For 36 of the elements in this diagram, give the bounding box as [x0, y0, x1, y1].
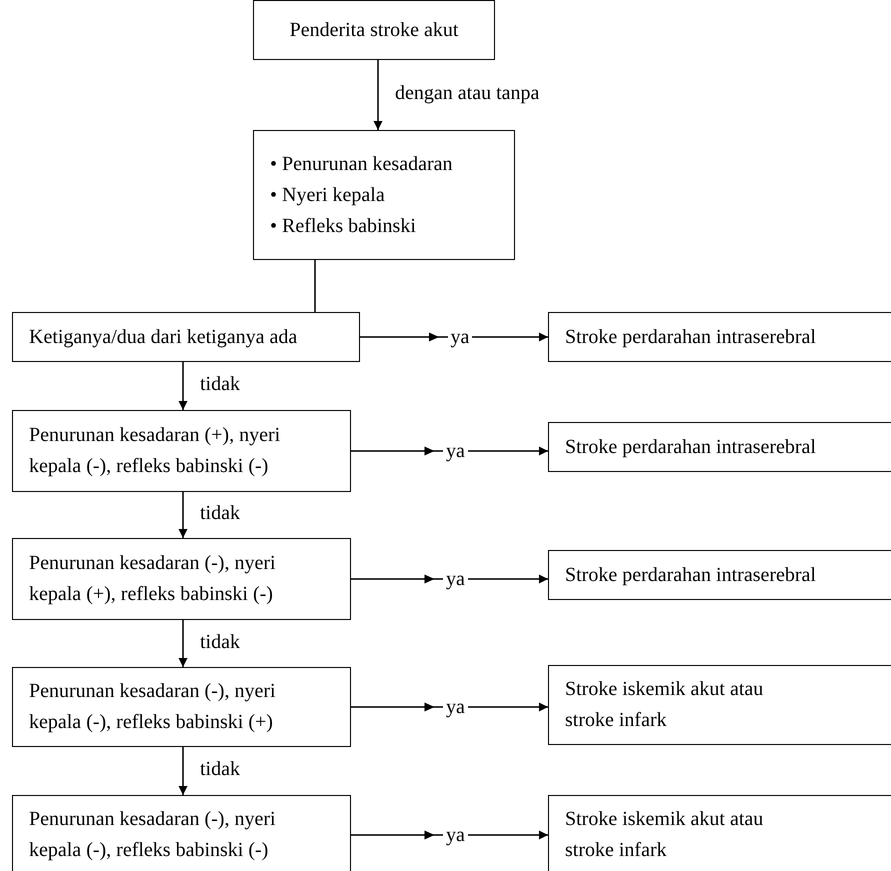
process-box	[548, 422, 891, 472]
arrow	[178, 747, 188, 795]
list-item: • Nyeri kepala	[270, 182, 386, 208]
process-box	[548, 795, 891, 871]
arrow	[351, 702, 548, 712]
process-box	[12, 312, 360, 362]
arrow	[360, 332, 548, 342]
arrow	[178, 620, 188, 667]
process-box	[12, 667, 351, 747]
box-text: Penderita stroke akut	[290, 18, 458, 42]
box-text: Stroke perdarahan intraserebral	[565, 562, 817, 588]
list-item: • Refleks babinski	[270, 214, 417, 238]
arrow	[178, 492, 188, 538]
box-text: Ketiganya/dua dari ketiganya ada	[29, 324, 298, 350]
process-box	[253, 130, 515, 260]
arrow	[374, 60, 382, 130]
process-box	[548, 665, 891, 745]
process-box	[253, 0, 495, 60]
box-text: Stroke perdarahan intraserebral	[565, 324, 817, 350]
box-text: Stroke perdarahan intraserebral	[565, 434, 817, 460]
box-text: Penurunan kesadaran (-), nyeri kepala (-), refleks babinski (-)	[29, 807, 277, 863]
arrow	[351, 446, 548, 456]
process-box	[12, 538, 351, 620]
box-text: Penurunan kesadaran (-), nyeri kepala (+), refleks babinski (-)	[29, 551, 277, 607]
process-box	[12, 795, 351, 871]
arrow	[351, 830, 548, 840]
arrow	[351, 574, 548, 584]
list-item: • Penurunan kesadaran	[270, 152, 454, 176]
process-box	[548, 550, 891, 600]
box-text: Penurunan kesadaran (+), nyeri kepala (-), refleks babinski (-)	[29, 423, 282, 479]
box-text: Stroke iskemik akut atau stroke infark	[565, 677, 764, 733]
box-text: Penurunan kesadaran (-), nyeri kepala (-), refleks babinski (+)	[29, 679, 277, 735]
process-box	[12, 410, 351, 492]
box-text: Stroke iskemik akut atau stroke infark	[565, 807, 764, 863]
process-box	[548, 312, 891, 362]
arrow	[178, 362, 188, 410]
